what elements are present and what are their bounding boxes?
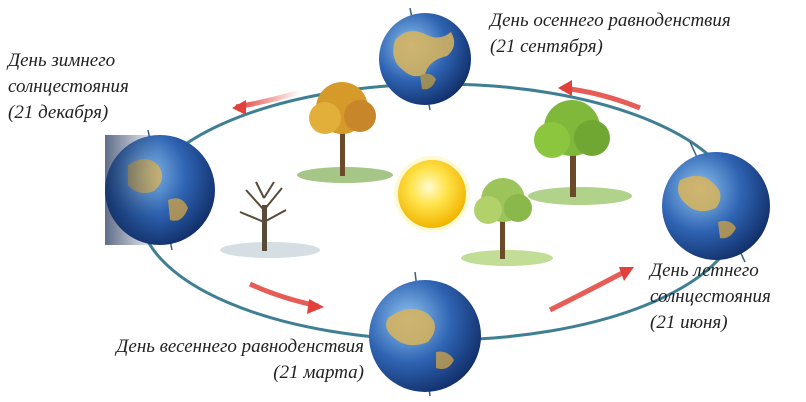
summer-solstice-label: День летнего солнцестояния (21 июня)	[650, 258, 771, 336]
tree-icon	[461, 178, 553, 266]
direction-arrow-icon	[558, 80, 641, 111]
spring-equinox-title: День весеннего равноденствия	[116, 336, 364, 357]
tree-icon	[220, 181, 320, 258]
autumn-equinox-label: День осеннего равноденствия (21 сентября…	[490, 8, 731, 60]
winter-solstice-date: (21 декабря)	[8, 102, 109, 123]
winter-solstice-label: День зимнего солнцестояния (21 декабря)	[8, 48, 129, 126]
spring-equinox-label: День весеннего равноденствия (21 марта)	[40, 334, 364, 386]
direction-arrow-icon	[232, 89, 301, 115]
winter-solstice-line2: солнцестояния	[8, 76, 129, 97]
winter-solstice-line1: День зимнего	[8, 50, 116, 71]
direction-arrow-icon	[548, 267, 634, 313]
tree-icon	[528, 100, 632, 205]
direction-arrow-icon	[248, 281, 324, 314]
autumn-equinox-title: День осеннего равноденствия	[490, 10, 731, 31]
autumn-equinox-date: (21 сентября)	[490, 36, 603, 57]
tree-icon	[297, 82, 393, 183]
summer-solstice-line2: солнцестояния	[650, 286, 771, 307]
earth-globe-icon	[662, 141, 770, 263]
spring-equinox-date: (21 марта)	[273, 362, 364, 383]
earth-globe-icon	[369, 271, 481, 397]
summer-solstice-line1: День летнего	[650, 260, 759, 281]
earth-globe-icon	[105, 129, 215, 251]
summer-solstice-date: (21 июня)	[650, 312, 728, 333]
sun-icon	[394, 156, 470, 232]
earth-globe-icon	[379, 7, 471, 111]
